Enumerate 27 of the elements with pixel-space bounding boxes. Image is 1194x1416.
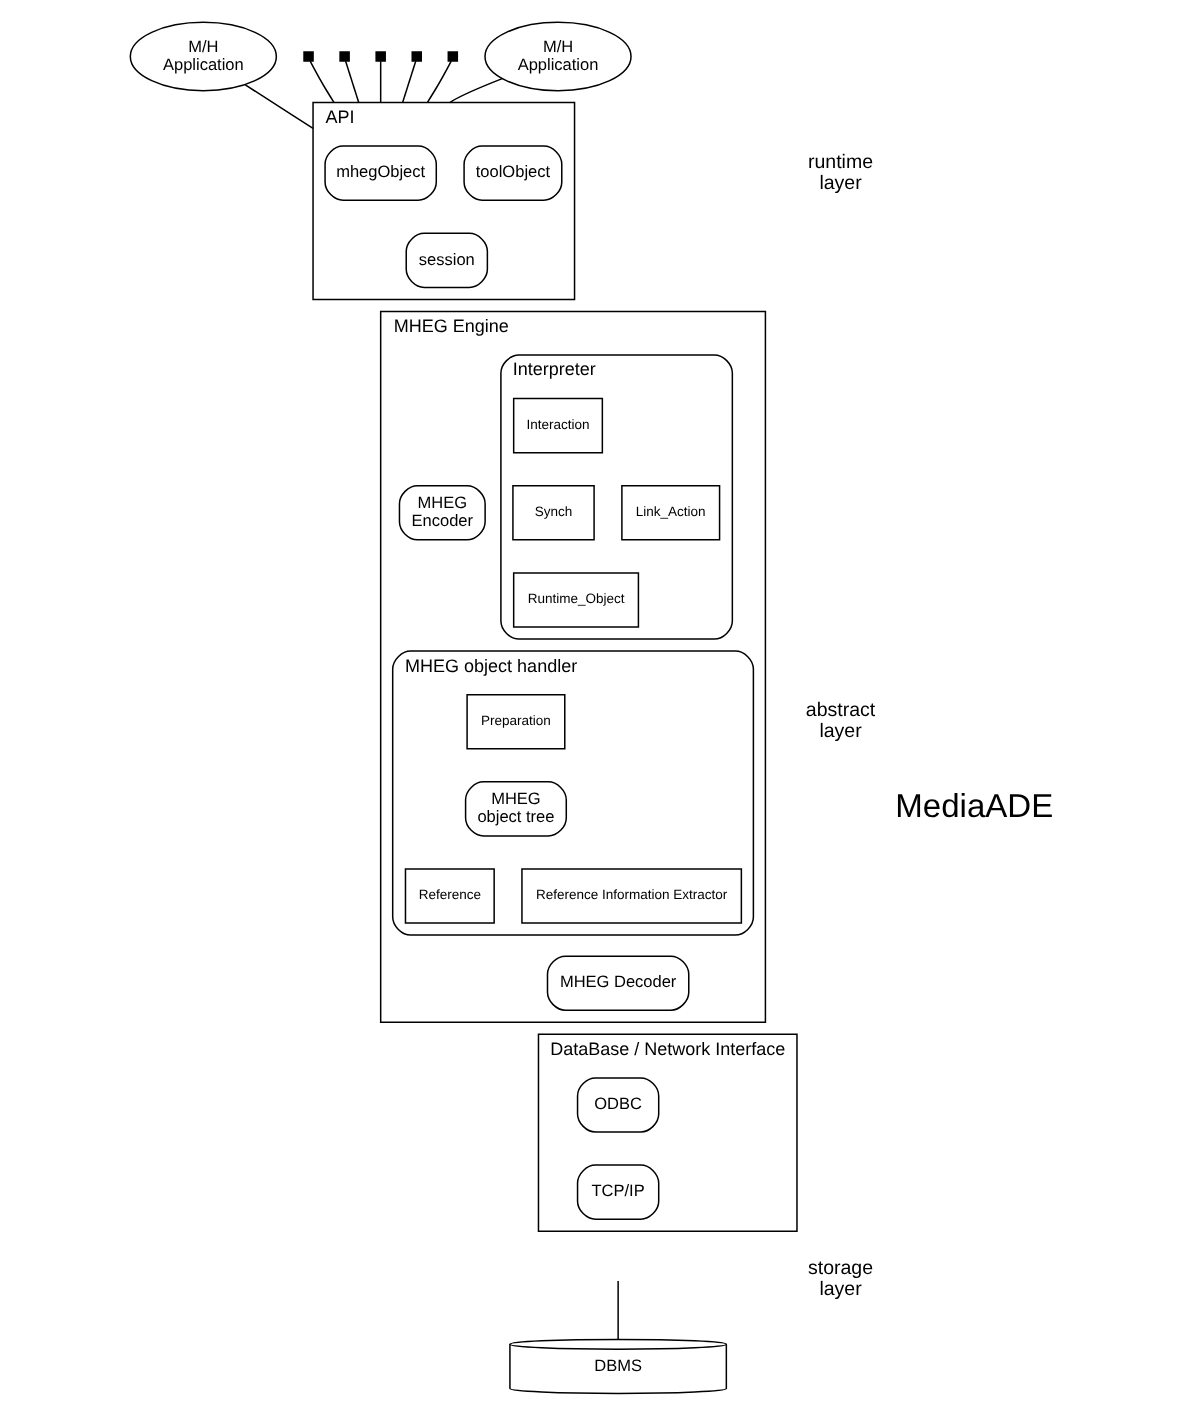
- connector: [400, 60, 416, 104]
- node-ellipse: M/H Application: [128, 21, 277, 92]
- label: abstract layer: [804, 700, 875, 744]
- label: runtime layer: [807, 151, 873, 195]
- node-box: MHEG object tree: [463, 781, 567, 837]
- node-box: ODBC: [575, 1077, 659, 1133]
- label: storage layer: [807, 1257, 873, 1301]
- node-box: TCP/IP: [575, 1164, 659, 1220]
- connector: [243, 83, 313, 130]
- node-point: [374, 51, 385, 62]
- node-box: mhegObject: [323, 145, 437, 201]
- node-box: toolObject: [462, 145, 562, 201]
- connector: [425, 60, 451, 104]
- connector: [616, 1280, 618, 1340]
- node-point: [338, 51, 349, 62]
- connector: [448, 77, 502, 104]
- node-box: MHEG Encoder: [397, 485, 485, 541]
- node-ellipse: M/H Application: [483, 21, 631, 92]
- node-point: [446, 51, 458, 62]
- node-box: session: [404, 232, 488, 289]
- label: MediaADE: [894, 787, 1053, 826]
- connector: [343, 60, 359, 104]
- node-point: [302, 51, 313, 62]
- node-point: [410, 51, 421, 62]
- connector: [378, 60, 381, 104]
- node-box: MHEG Decoder: [545, 955, 689, 1011]
- connector: [308, 60, 334, 104]
